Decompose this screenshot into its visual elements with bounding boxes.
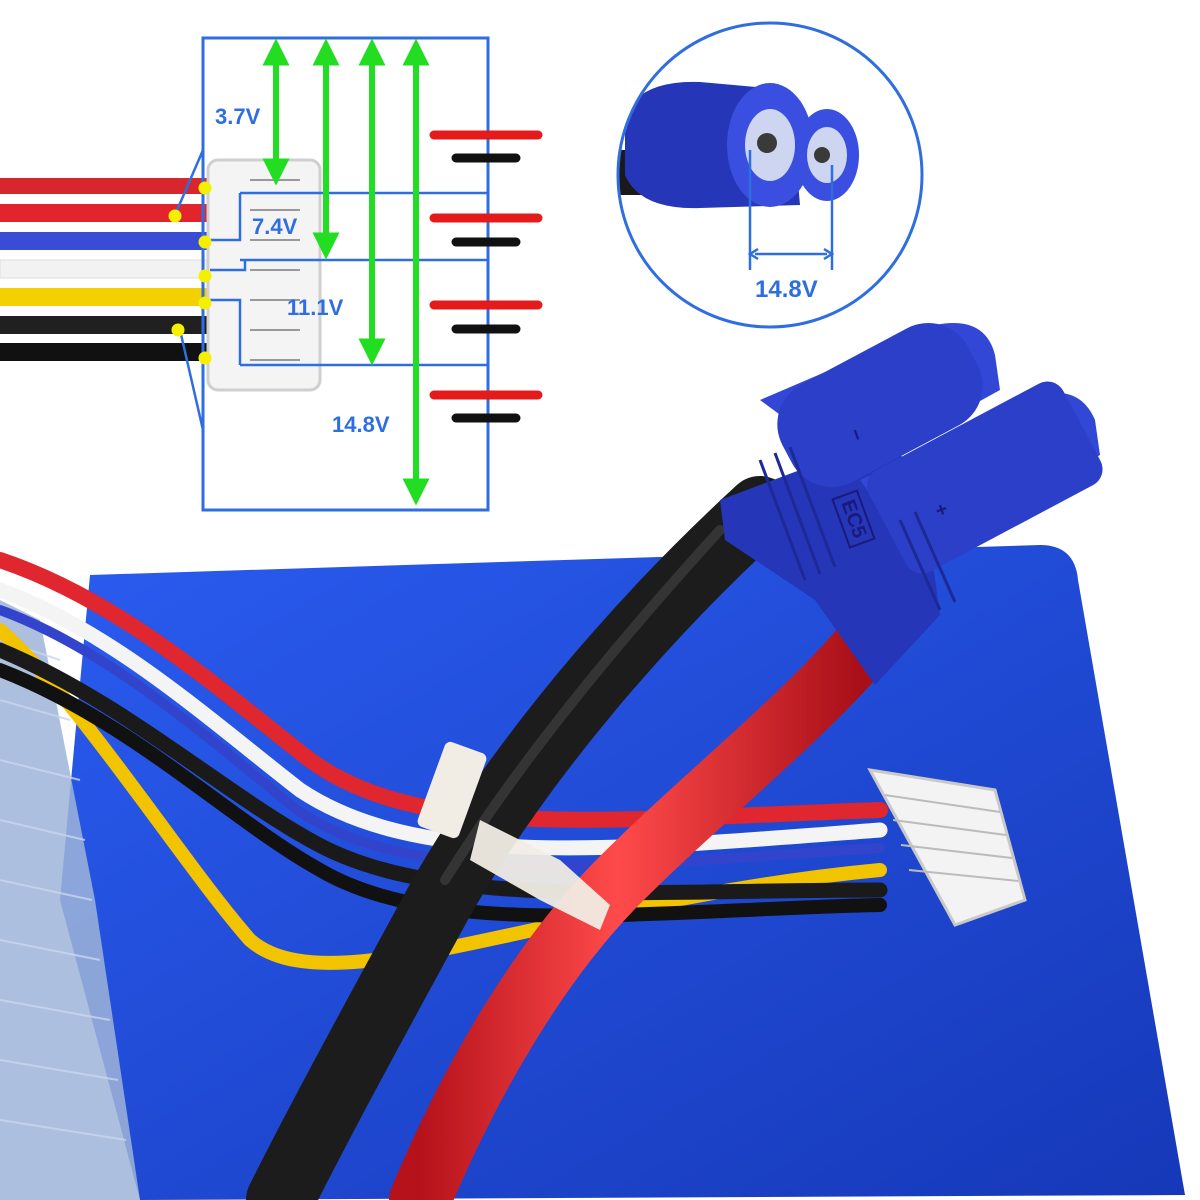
- voltage-label-3s: 11.1V: [287, 295, 344, 320]
- balance-wiring-diagram: [0, 36, 543, 512]
- plug-inset: [616, 21, 924, 329]
- power-leads: [246, 476, 891, 1200]
- ec5-connector: [720, 323, 1103, 685]
- voltage-label-1s: 3.7V: [215, 104, 261, 129]
- voltage-label-2s: 7.4V: [252, 214, 298, 239]
- plug-voltage-label: 14.8V: [755, 276, 818, 303]
- cable-tie: [417, 741, 610, 930]
- voltage-label-4s: 14.8V: [332, 412, 390, 437]
- balance-connector: [867, 768, 1027, 927]
